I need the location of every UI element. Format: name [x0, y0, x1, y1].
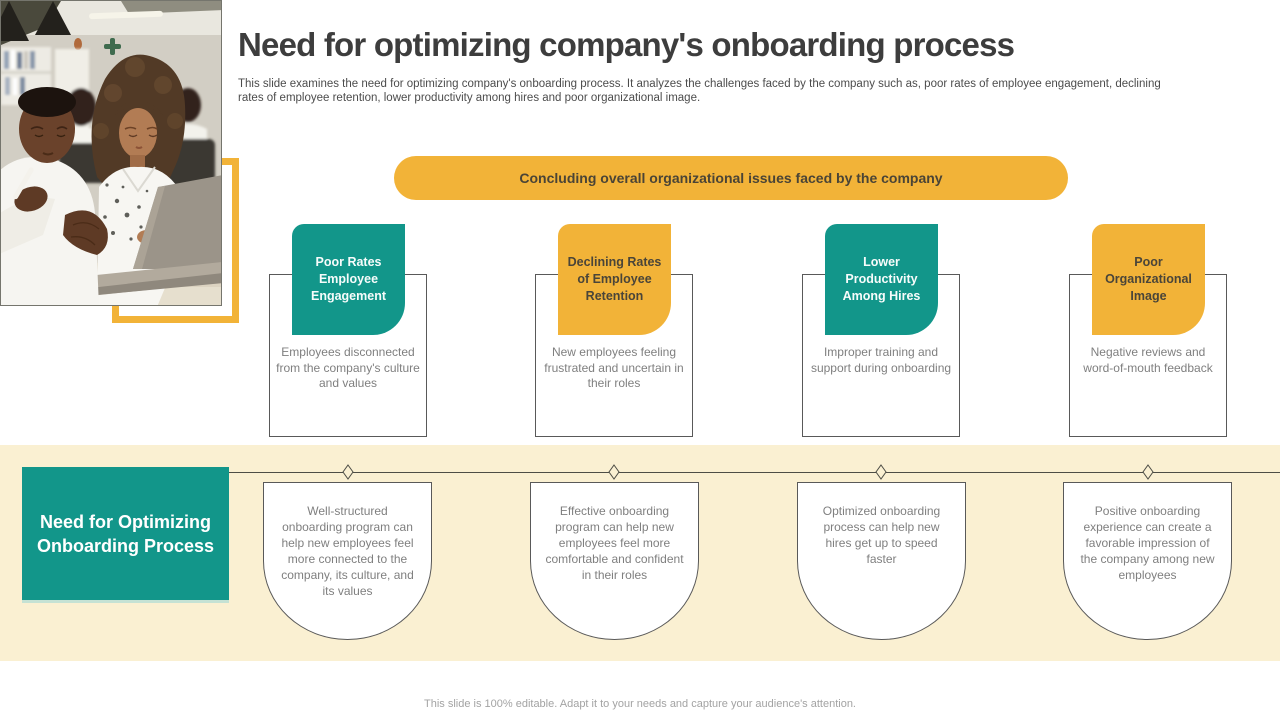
issue-card-productivity: Lower Productivity Among Hires Improper …	[802, 224, 960, 437]
need-card: Effective onboarding program can help ne…	[530, 482, 699, 640]
issue-card-description: Improper training and support during onb…	[810, 345, 952, 375]
issue-card-title: Poor Organizational Image	[1092, 224, 1205, 335]
issue-card-title: Declining Rates of Employee Retention	[558, 224, 671, 335]
footer-note: This slide is 100% editable. Adapt it to…	[424, 698, 856, 710]
page-subtitle: This slide examines the need for optimiz…	[238, 78, 1161, 104]
issue-card-description: Negative reviews and word-of-mouth feedb…	[1083, 345, 1213, 375]
section-banner: Concluding overall organizational issues…	[394, 156, 1068, 200]
issue-card-title: Poor Rates Employee Engagement	[292, 224, 405, 335]
office-photo	[0, 0, 222, 306]
page-title: Need for optimizing company's onboarding…	[238, 26, 1015, 63]
need-card: Well-structured onboarding program can h…	[263, 482, 432, 640]
need-card: Optimized onboarding process can help ne…	[797, 482, 966, 640]
diamond-marker-icon	[342, 464, 354, 480]
office-photo-illustration	[1, 1, 221, 305]
issue-card-title: Lower Productivity Among Hires	[825, 224, 938, 335]
need-card: Positive onboarding experience can creat…	[1063, 482, 1232, 640]
issue-card-description: New employees feeling frustrated and unc…	[544, 345, 684, 390]
issue-card-image: Poor Organizational Image Negative revie…	[1069, 224, 1227, 437]
needs-section-label: Need for Optimizing Onboarding Process	[22, 467, 229, 600]
diamond-marker-icon	[1142, 464, 1154, 480]
diamond-marker-icon	[875, 464, 887, 480]
issue-card-description: Employees disconnected from the company'…	[276, 345, 420, 390]
issue-card-engagement: Poor Rates Employee Engagement Employees…	[269, 224, 427, 437]
diamond-marker-icon	[608, 464, 620, 480]
issue-card-retention: Declining Rates of Employee Retention Ne…	[535, 224, 693, 437]
timeline-line	[229, 472, 1280, 473]
